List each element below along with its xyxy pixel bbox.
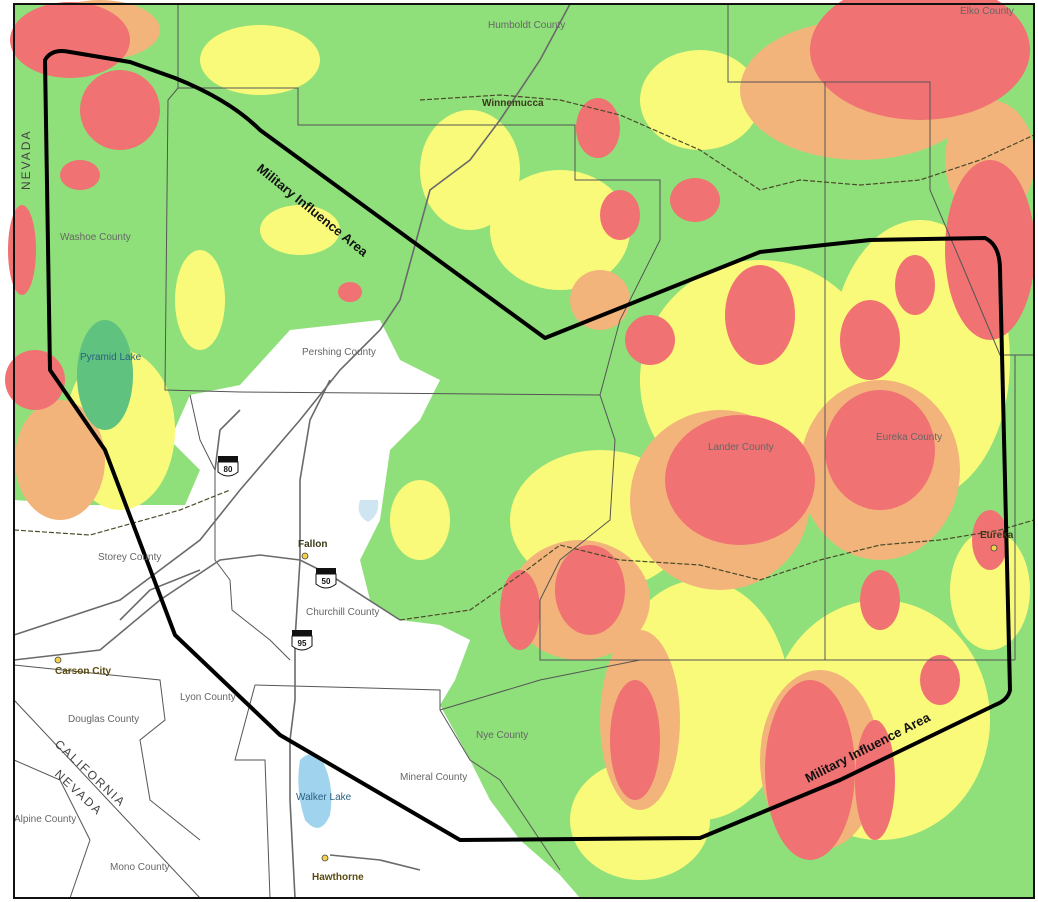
map-canvas: Military Influence Area Military Influen… xyxy=(5,0,1035,899)
county-label-elko: Elko County xyxy=(960,6,1014,17)
lake-label-walker: Walker Lake xyxy=(296,792,352,803)
rail-lines xyxy=(13,94,1035,621)
walker-lake xyxy=(298,754,332,828)
county-label-washoe: Washoe County xyxy=(60,232,131,243)
map-border xyxy=(13,3,1035,899)
county-label-mineral: Mineral County xyxy=(400,772,467,783)
military-influence-boundary xyxy=(43,49,1012,842)
county-label-pershing: Pershing County xyxy=(302,347,376,358)
city-label-eureka: Eureka xyxy=(980,530,1014,541)
county-label-nye: Nye County xyxy=(476,730,528,741)
county-label-douglas: Douglas County xyxy=(68,714,139,725)
us-shield-95: 95 xyxy=(291,630,313,651)
county-lines xyxy=(13,4,1034,899)
county-label-storey: Storey County xyxy=(98,552,161,563)
pyramid-lake xyxy=(77,320,133,430)
us-shield-50: 50 xyxy=(315,568,337,589)
county-label-mono: Mono County xyxy=(110,862,169,873)
red-patches xyxy=(5,0,1035,860)
county-label-lyon: Lyon County xyxy=(180,692,236,703)
city-label-winnemucca: Winnemucca xyxy=(482,98,544,109)
city-label-carson-city: Carson City xyxy=(55,666,112,677)
carson-sink xyxy=(358,500,379,522)
county-label-churchill: Churchill County xyxy=(306,607,379,618)
interstate-shield-80: 80 xyxy=(217,456,239,477)
highway-shields: 80 50 95 xyxy=(217,456,337,651)
svg-text:80: 80 xyxy=(224,465,233,474)
state-label-nevada-west: NEVADA xyxy=(19,130,33,190)
city-label-hawthorne: Hawthorne xyxy=(312,872,364,883)
lake-label-pyramid: Pyramid Lake xyxy=(80,352,142,363)
city-label-fallon: Fallon xyxy=(298,539,327,550)
svg-text:95: 95 xyxy=(298,639,307,648)
county-label-humboldt: Humboldt County xyxy=(488,20,565,31)
highways xyxy=(13,3,571,899)
county-label-alpine: Alpine County xyxy=(14,814,76,825)
county-label-eureka: Eureka County xyxy=(876,432,942,443)
svg-text:50: 50 xyxy=(322,577,331,586)
county-label-lander: Lander County xyxy=(708,442,774,453)
county-labels: Humboldt County Elko County Washoe Count… xyxy=(14,6,1014,873)
cities: Winnemucca Fallon Eureka Carson City Haw… xyxy=(54,98,1014,883)
